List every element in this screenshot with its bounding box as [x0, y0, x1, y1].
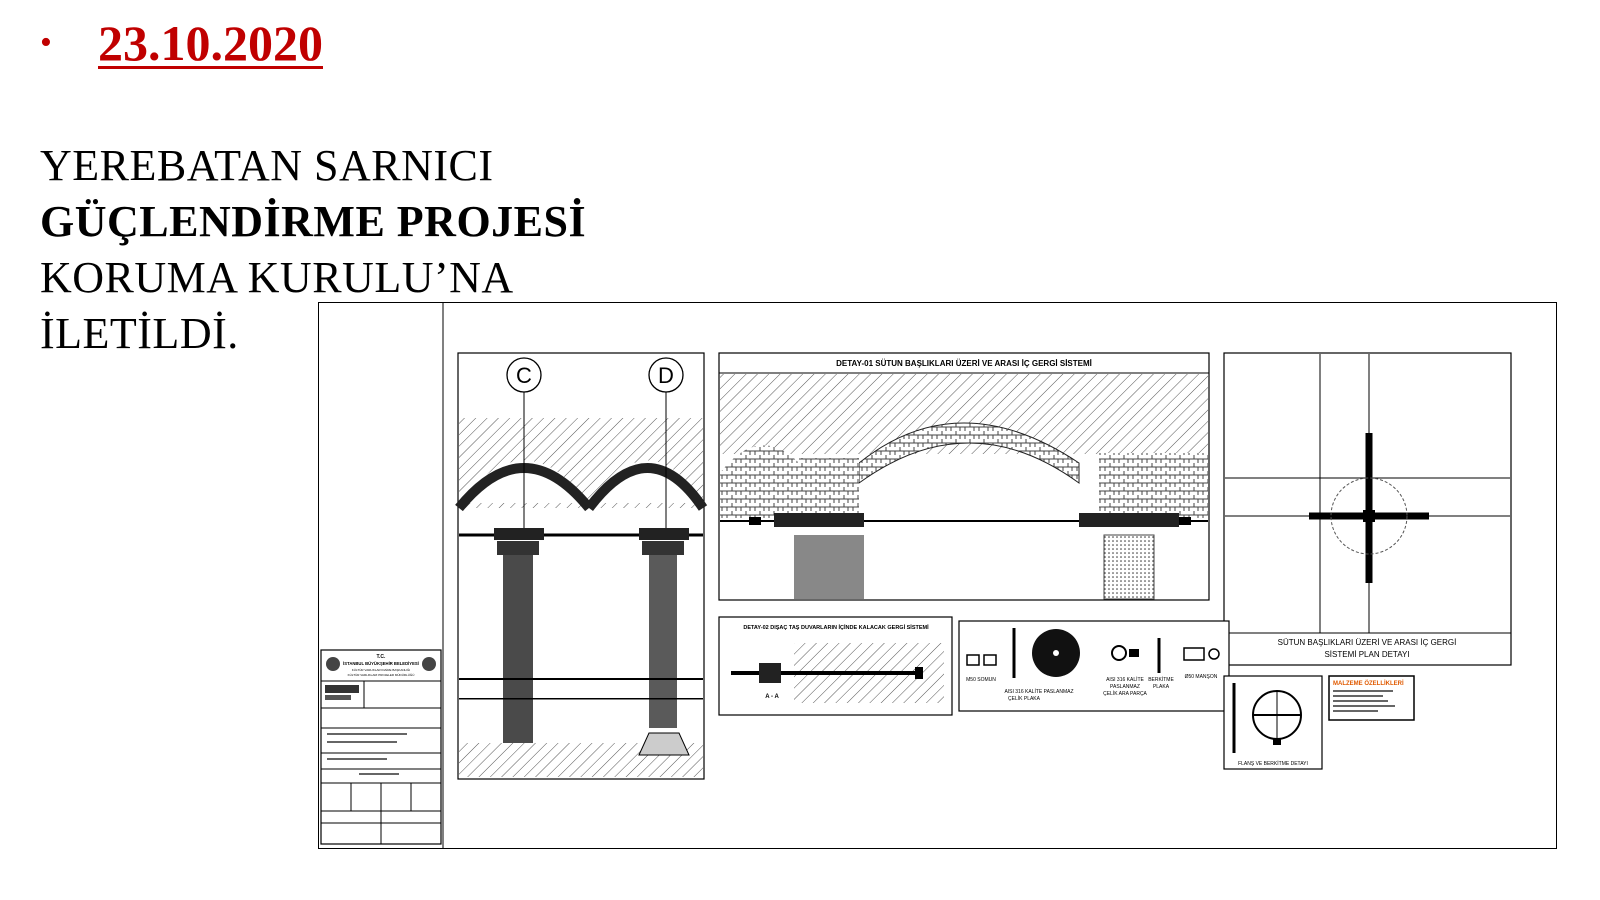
project-title: YEREBATAN SARNICI GÜÇLENDİRME PROJESİ KO… [40, 138, 586, 362]
detail-01-title: DETAY-01 SÜTUN BAŞLIKLARI ÜZERİ VE ARASI… [836, 359, 1092, 368]
section-label: A - A [765, 694, 779, 700]
title-line-2: GÜÇLENDİRME PROJESİ [40, 197, 587, 246]
title-block: T.C. İSTANBUL BÜYÜKŞEHİR BELEDİYESİ KÜLT… [320, 649, 442, 845]
part-nut: M50 SOMUN [966, 677, 996, 683]
part-spacer-line1: AISI 316 KALİTE [1106, 676, 1144, 683]
tb-directorate: KÜLTÜR VARLIKLARI PROJELER MÜDÜRLÜĞÜ [348, 672, 415, 677]
tb-municipality: İSTANBUL BÜYÜKŞEHİR BELEDİYESİ [343, 661, 419, 666]
grid-label-d: D [658, 363, 674, 388]
tb-department: KÜLTÜR VARLIKLARI DAİRE BAŞKANLIĞI [352, 667, 411, 672]
drawing-svg: T.C. İSTANBUL BÜYÜKŞEHİR BELEDİYESİ KÜLT… [320, 303, 1512, 848]
material-panel: MALZEME ÖZELLİKLERİ [1328, 675, 1415, 721]
plan-title-line-1: SÜTUN BAŞLIKLARI ÜZERİ VE ARASI İÇ GERGİ [1278, 638, 1457, 647]
grid-label-c: C [516, 363, 532, 388]
bullet-icon: • [40, 24, 52, 61]
plan-detail-panel: SÜTUN BAŞLIKLARI ÜZERİ VE ARASI İÇ GERGİ… [1223, 352, 1512, 666]
parts-panel: M50 SOMUN AISI 316 KALİTE PASLANMAZ ÇELİ… [958, 620, 1230, 712]
plan-title-line-2: SİSTEMİ PLAN DETAYI [1324, 650, 1409, 659]
part-stiffener-line2: PLAKA [1153, 684, 1170, 690]
material-title: MALZEME ÖZELLİKLERİ [1333, 680, 1404, 687]
part-stiffener-line1: BERKİTME [1148, 676, 1174, 683]
part-spacer-line2: PASLANMAZ [1110, 684, 1140, 690]
tb-tc: T.C. [377, 654, 387, 660]
date-heading: 23.10.2020 [98, 15, 323, 71]
title-line-1: YEREBATAN SARNICI [40, 141, 494, 190]
flange-panel: FLANŞ VE BERKİTME DETAYI [1223, 675, 1323, 770]
technical-drawing: T.C. İSTANBUL BÜYÜKŞEHİR BELEDİYESİ KÜLT… [318, 302, 1557, 849]
part-spacer-line3: ÇELİK ARA PARÇA [1103, 690, 1147, 697]
date-line: • 23.10.2020 [40, 8, 323, 78]
column-elevation-panel: C D [455, 352, 708, 780]
municipality-logo-icon [326, 657, 340, 671]
detail-02-title: DETAY-02 DIŞAÇ TAŞ DUVARLARIN İÇİNDE KAL… [743, 624, 929, 631]
title-line-3: KORUMA KURULU’NA [40, 253, 514, 302]
detail-02-panel: DETAY-02 DIŞAÇ TAŞ DUVARLARIN İÇİNDE KAL… [718, 616, 953, 716]
part-coupler: Ø50 MANŞON [1185, 674, 1218, 680]
directorate-logo-icon [422, 657, 436, 671]
flange-title: FLANŞ VE BERKİTME DETAYI [1238, 760, 1308, 767]
title-line-4: İLETİLDİ. [40, 309, 239, 358]
detail-01-panel: DETAY-01 SÜTUN BAŞLIKLARI ÜZERİ VE ARASI… [718, 352, 1210, 601]
part-plate-line1: AISI 316 KALİTE PASLANMAZ [1004, 688, 1073, 695]
part-plate-line2: ÇELİK PLAKA [1008, 695, 1041, 702]
